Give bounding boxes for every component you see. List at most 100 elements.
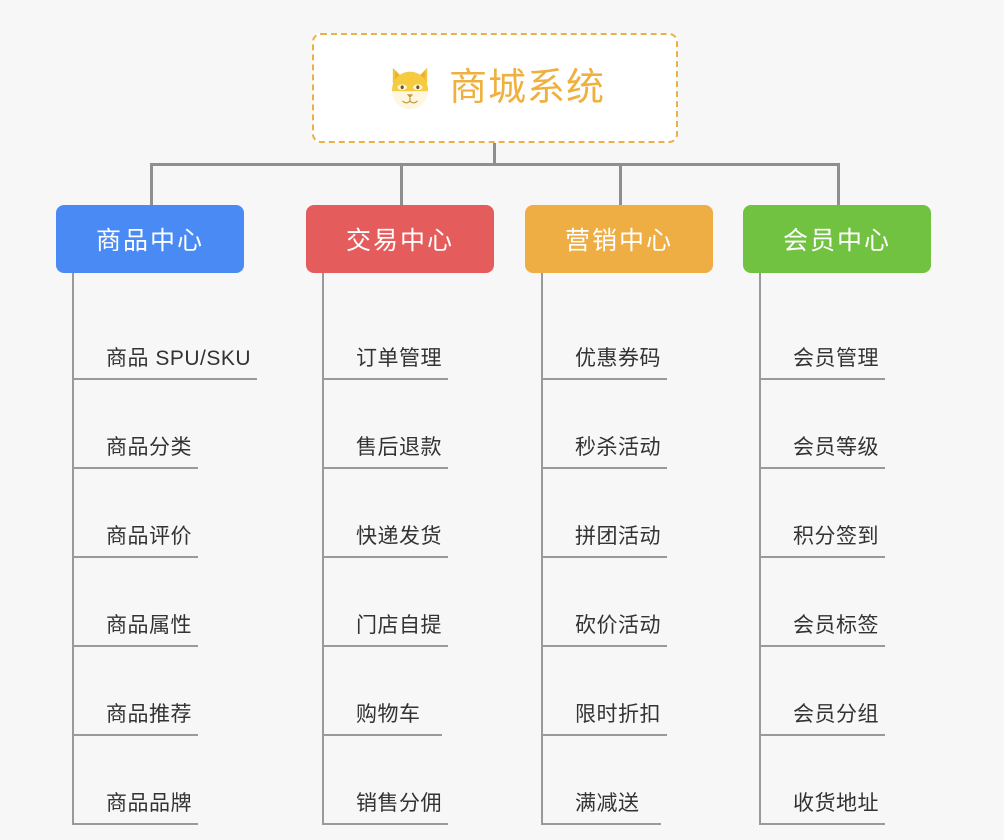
leaf-item[interactable]: 商品属性: [72, 558, 244, 647]
leaf-rule: [322, 378, 448, 380]
leaf-item[interactable]: 秒杀活动: [541, 380, 713, 469]
leaf-item[interactable]: 门店自提: [322, 558, 494, 647]
leaf-item[interactable]: 快递发货: [322, 469, 494, 558]
leaf-rule: [759, 556, 885, 558]
category-node-3-label: 营销中心: [564, 227, 673, 255]
leaf-item[interactable]: 商品 SPU/SKU: [72, 291, 257, 380]
leaf-item[interactable]: 商品推荐: [72, 647, 244, 736]
leaf-rule: [322, 645, 448, 647]
leaf-rule: [72, 823, 198, 825]
leaf-rule: [759, 645, 885, 647]
leaf-rule: [759, 823, 885, 825]
leaf-rule: [759, 467, 885, 469]
leaf-item[interactable]: 满减送: [541, 736, 713, 825]
leaf-item[interactable]: 商品分类: [72, 380, 244, 469]
connector-horizontal-bar: [150, 163, 840, 166]
leaf-item[interactable]: 会员分组: [759, 647, 931, 736]
leaf-rule: [759, 378, 885, 380]
leaf-rule: [72, 378, 257, 380]
leaf-item-label: 商品 SPU/SKU: [106, 346, 252, 370]
leaf-item-label: 商品属性: [106, 613, 192, 637]
leaf-item[interactable]: 会员标签: [759, 558, 931, 647]
leaf-rule: [541, 734, 667, 736]
category-node-4-label: 会员中心: [782, 227, 891, 255]
leaf-list-2: 订单管理 售后退款 快递发货 门店自提 购物车 销售分佣: [322, 273, 494, 825]
category-node-2-label: 交易中心: [345, 227, 454, 255]
leaf-item-label: 会员分组: [793, 702, 879, 726]
category-node-4[interactable]: 会员中心: [743, 205, 931, 273]
leaf-item-label: 订单管理: [356, 346, 442, 370]
branch-column-4: 会员中心 会员管理 会员等级 积分签到 会员标签 会员分组: [743, 205, 931, 825]
leaf-item-label: 限时折扣: [575, 702, 661, 726]
leaf-rule: [72, 645, 198, 647]
leaf-item-label: 快递发货: [356, 524, 442, 548]
leaf-item[interactable]: 售后退款: [322, 380, 494, 469]
leaf-spine-3: [541, 273, 543, 823]
leaf-rule: [72, 734, 198, 736]
leaf-item-label: 砍价活动: [575, 613, 661, 637]
leaf-item-label: 秒杀活动: [575, 435, 661, 459]
leaf-rule: [322, 823, 448, 825]
leaf-rule: [759, 734, 885, 736]
leaf-item[interactable]: 购物车: [322, 647, 494, 736]
leaf-rule: [541, 467, 667, 469]
leaf-item-label: 购物车: [356, 702, 421, 726]
category-node-3[interactable]: 营销中心: [525, 205, 713, 273]
leaf-item-label: 满减送: [575, 791, 640, 815]
leaf-item[interactable]: 销售分佣: [322, 736, 494, 825]
category-node-1-label: 商品中心: [95, 227, 204, 255]
leaf-item[interactable]: 拼团活动: [541, 469, 713, 558]
leaf-item-label: 优惠券码: [575, 346, 661, 370]
leaf-item-label: 商品推荐: [106, 702, 192, 726]
leaf-item-label: 商品品牌: [106, 791, 192, 815]
leaf-item[interactable]: 会员等级: [759, 380, 931, 469]
leaf-item-label: 积分签到: [793, 524, 879, 548]
leaf-item[interactable]: 收货地址: [759, 736, 931, 825]
leaf-list-1: 商品 SPU/SKU 商品分类 商品评价 商品属性 商品推荐 商品品牌: [72, 273, 257, 825]
leaf-item-label: 商品分类: [106, 435, 192, 459]
connector-drop-2: [400, 163, 403, 205]
leaf-item-label: 拼团活动: [575, 524, 661, 548]
root-node-title: 商城系统: [448, 67, 605, 109]
leaf-rule: [541, 378, 667, 380]
leaf-item-label: 门店自提: [356, 613, 442, 637]
leaf-rule: [541, 823, 661, 825]
leaf-item[interactable]: 商品品牌: [72, 736, 244, 825]
leaf-item-label: 售后退款: [356, 435, 442, 459]
leaf-rule: [322, 467, 448, 469]
leaf-spine-1: [72, 273, 74, 823]
category-node-1[interactable]: 商品中心: [56, 205, 244, 273]
connector-root-stem: [493, 143, 496, 165]
leaf-item[interactable]: 商品评价: [72, 469, 244, 558]
branch-column-2: 交易中心 订单管理 售后退款 快递发货 门店自提 购物车: [306, 205, 494, 825]
connector-drop-4: [837, 163, 840, 205]
connector-drop-3: [619, 163, 622, 205]
leaf-item[interactable]: 积分签到: [759, 469, 931, 558]
branch-column-1: 商品中心 商品 SPU/SKU 商品分类 商品评价 商品属性 商品推荐: [56, 205, 257, 825]
leaf-item[interactable]: 会员管理: [759, 291, 931, 380]
leaf-rule: [322, 556, 448, 558]
leaf-rule: [541, 556, 667, 558]
leaf-spine-2: [322, 273, 324, 823]
leaf-item-label: 会员标签: [793, 613, 879, 637]
shiba-dog-face-icon: [392, 67, 428, 110]
leaf-item-label: 商品评价: [106, 524, 192, 548]
leaf-item[interactable]: 限时折扣: [541, 647, 713, 736]
leaf-list-3: 优惠券码 秒杀活动 拼团活动 砍价活动 限时折扣 满减送: [541, 273, 713, 825]
leaf-item[interactable]: 优惠券码: [541, 291, 713, 380]
leaf-rule: [72, 467, 198, 469]
leaf-item-label: 销售分佣: [356, 791, 442, 815]
category-node-2[interactable]: 交易中心: [306, 205, 494, 273]
root-node-mall-system[interactable]: 商城系统: [312, 33, 678, 143]
leaf-rule: [322, 734, 442, 736]
leaf-list-4: 会员管理 会员等级 积分签到 会员标签 会员分组 收货地址: [759, 273, 931, 825]
leaf-item-label: 会员管理: [793, 346, 879, 370]
leaf-spine-4: [759, 273, 761, 823]
leaf-item-label: 会员等级: [793, 435, 879, 459]
leaf-item[interactable]: 订单管理: [322, 291, 494, 380]
leaf-item-label: 收货地址: [793, 791, 879, 815]
connector-drop-1: [150, 163, 153, 205]
leaf-item[interactable]: 砍价活动: [541, 558, 713, 647]
leaf-rule: [541, 645, 667, 647]
